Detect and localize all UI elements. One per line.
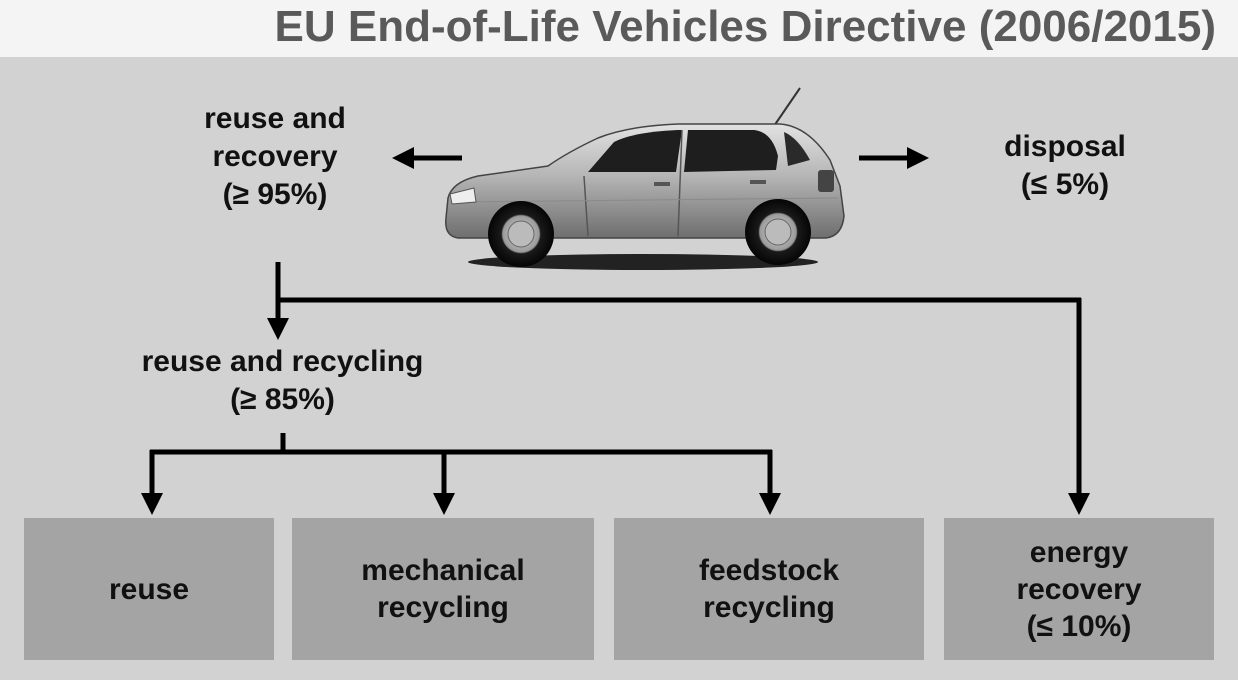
- recycling-branch-connector: [141, 433, 781, 515]
- car-image: [445, 87, 845, 270]
- recycling-line-1: reuse and recycling: [141, 345, 424, 378]
- energy-line-1: energy: [1029, 535, 1129, 569]
- reuse-box: reuse: [24, 518, 274, 660]
- title-bar: EU End-of-Life Vehicles Directive (2006/…: [0, 0, 1238, 57]
- arrow-down-icon: [267, 262, 289, 340]
- disposal-label: disposal (≤ 5%): [960, 128, 1170, 204]
- recovery-label: reuse and recovery (≥ 95%): [170, 100, 380, 214]
- recovery-line-2: recovery: [212, 140, 338, 173]
- recycling-label: reuse and recycling (≥ 85%): [90, 343, 475, 419]
- arrow-left-icon: [392, 147, 462, 169]
- feedstock-recycling-box: feedstock recycling: [614, 518, 924, 660]
- arrow-right-icon: [859, 147, 929, 169]
- page-title: EU End-of-Life Vehicles Directive (2006/…: [274, 2, 1217, 51]
- reuse-box-label: reuse: [108, 572, 190, 606]
- recovery-line-3: (≥ 95%): [222, 178, 328, 211]
- feedstock-line-1: feedstock: [698, 554, 840, 587]
- disposal-line-2: (≤ 5%): [1020, 168, 1110, 201]
- energy-branch-connector: [276, 297, 1090, 515]
- mechanical-line-1: mechanical: [361, 554, 525, 587]
- mechanical-line-2: recycling: [377, 591, 509, 624]
- feedstock-line-2: recycling: [703, 591, 835, 624]
- energy-line-3: (≤ 10%): [1026, 609, 1132, 643]
- disposal-line-1: disposal: [1004, 130, 1126, 163]
- recovery-line-1: reuse and: [204, 102, 346, 135]
- energy-recovery-box: energy recovery (≤ 10%): [944, 518, 1214, 660]
- recycling-line-2: (≥ 85%): [230, 383, 335, 416]
- mechanical-recycling-box: mechanical recycling: [292, 518, 594, 660]
- energy-line-2: recovery: [1016, 572, 1142, 606]
